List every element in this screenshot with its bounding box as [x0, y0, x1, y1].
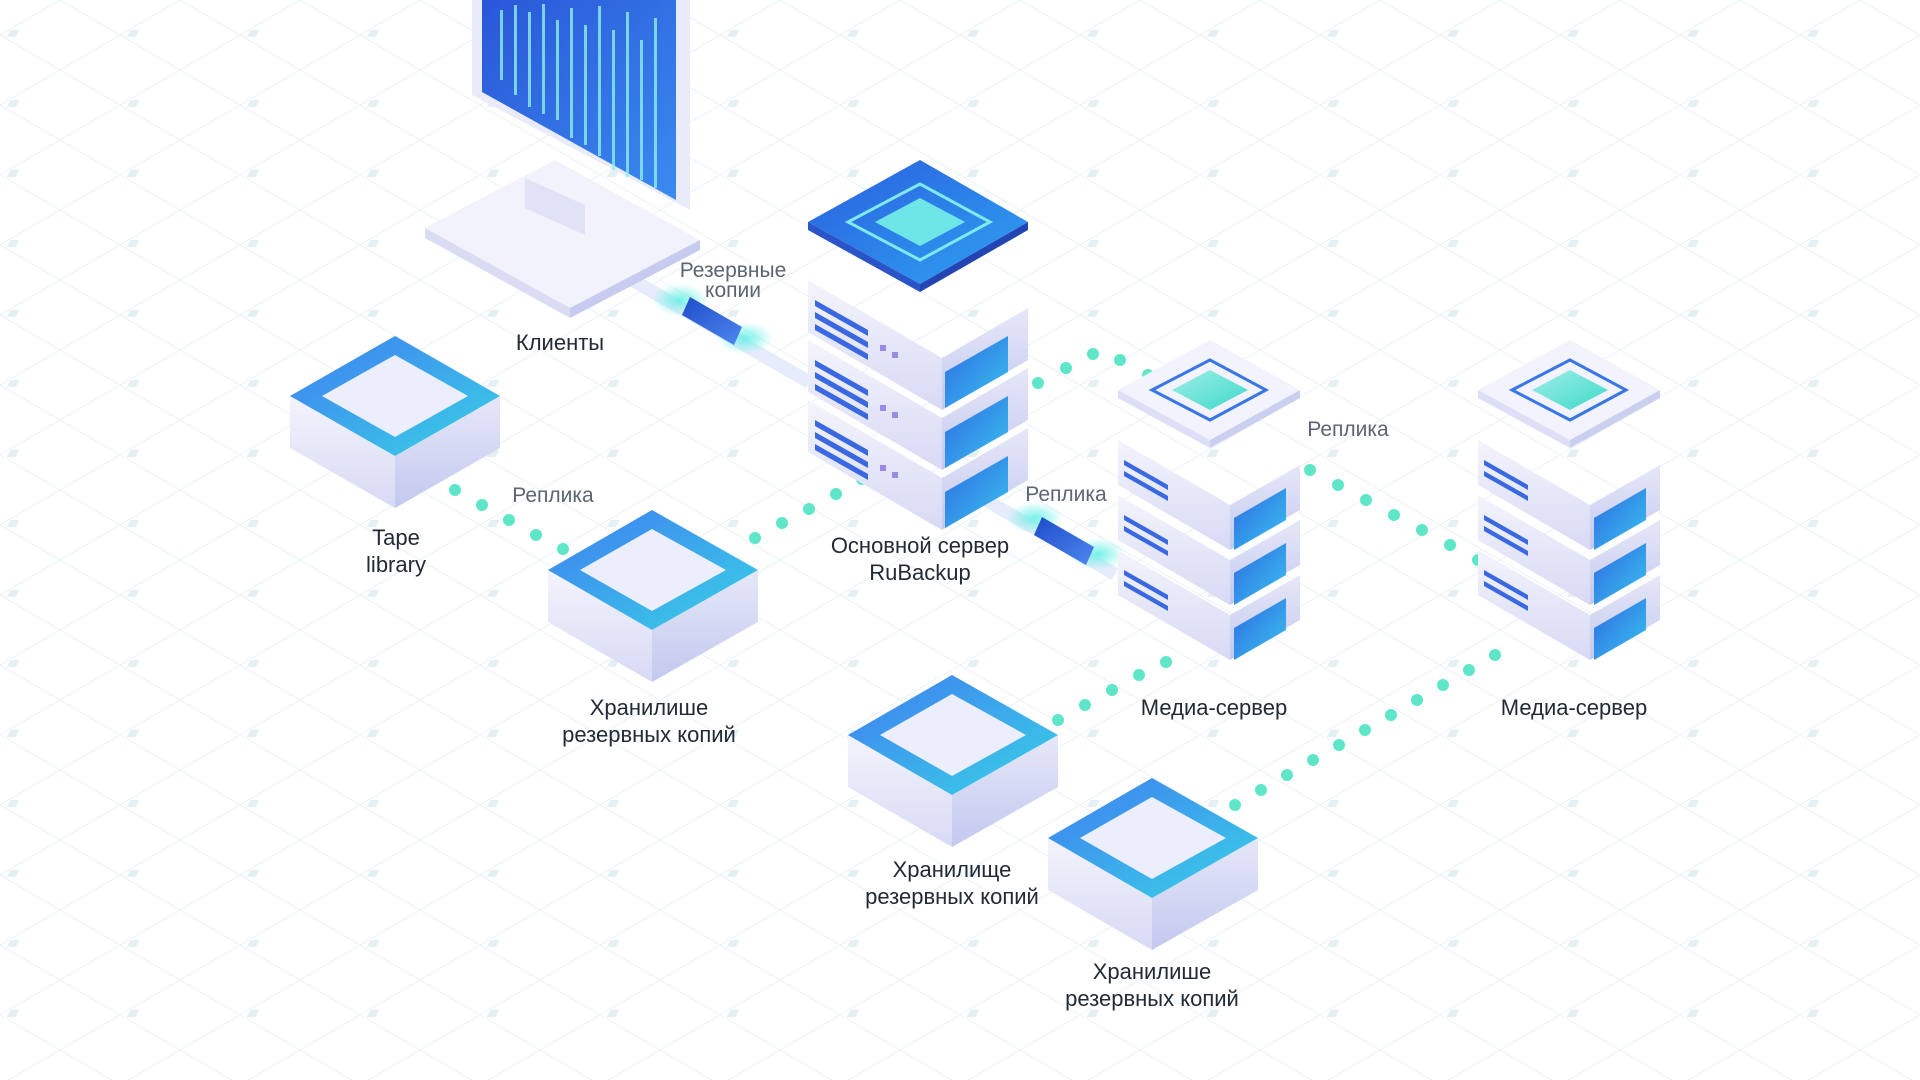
- media-server-1-icon: [1118, 340, 1300, 660]
- replica-label-right: Реплика: [1307, 418, 1389, 441]
- replica-pipe-main-media1: [972, 488, 1126, 580]
- main-server-label-line2: RuBackup: [869, 560, 971, 585]
- storage-2-label-line1: Хранилище: [893, 857, 1012, 882]
- tape-library-label-line2: library: [366, 552, 426, 577]
- storage-1-label-line1: Хранилише: [590, 695, 709, 720]
- storage-3-label-line1: Хранилише: [1093, 959, 1212, 984]
- tape-library-icon: [290, 336, 500, 508]
- storage-3-icon: [1048, 778, 1258, 950]
- storage-3-label-line2: резервных копий: [1065, 986, 1239, 1011]
- replica-label-left: Реплика: [512, 484, 594, 507]
- replica-label-mid: Реплика: [1025, 483, 1107, 506]
- storage-1-label-line2: резервных копий: [562, 722, 736, 747]
- storage-2-icon: [848, 675, 1058, 847]
- media-server-2-label: Медиа-сервер: [1501, 695, 1647, 720]
- link-media2-storage3: [1229, 649, 1501, 811]
- storage-1-icon: [548, 510, 758, 682]
- replica-link-tape-storage: [449, 484, 569, 555]
- storage-2-label-line2: резервных копий: [865, 884, 1039, 909]
- backup-copies-label-line1: Резервные: [680, 259, 787, 282]
- media-server-2-icon: [1478, 340, 1660, 660]
- main-server-icon: [808, 160, 1028, 530]
- backup-copies-label-line2: копии: [705, 279, 761, 302]
- backup-pipe-client-server: [619, 268, 812, 388]
- clients-label: Клиенты: [516, 330, 604, 355]
- client-computer-icon: [425, 0, 700, 318]
- media-server-1-label: Медиа-сервер: [1141, 695, 1287, 720]
- main-server-label-line1: Основной сервер: [831, 533, 1009, 558]
- link-media1-storage2: [1052, 656, 1172, 726]
- tape-library-label-line1: Tape: [372, 525, 420, 550]
